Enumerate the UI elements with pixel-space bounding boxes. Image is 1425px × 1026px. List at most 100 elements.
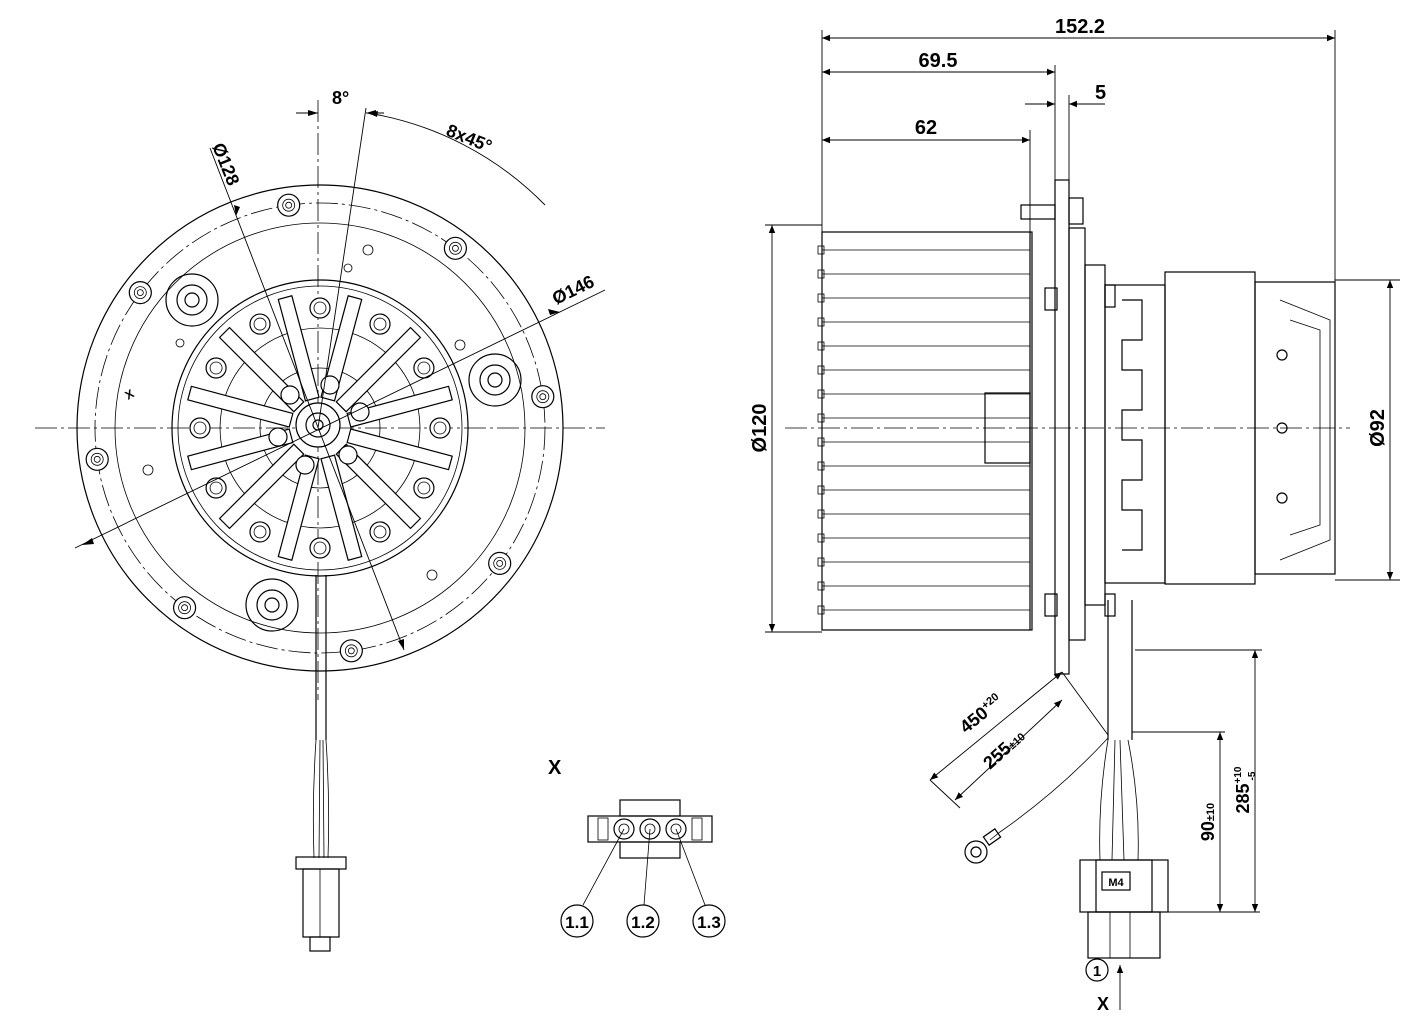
- impeller-spokes: [187, 295, 453, 561]
- pin-socket: [665, 818, 687, 840]
- dia92-label: Ø92: [1367, 409, 1389, 447]
- flange-inner-edge: [114, 222, 526, 634]
- flange-bolt: [443, 236, 468, 260]
- shaft: [305, 412, 331, 438]
- plate-bolts: [1044, 284, 1116, 617]
- bolt-pattern-arc: [367, 112, 546, 206]
- flange-bolt: [172, 596, 197, 620]
- flange-bolt: [128, 280, 152, 305]
- flange-outer-edge: [76, 184, 564, 672]
- view-x-arrow-label: X: [1097, 994, 1109, 1014]
- motor-slots: [1121, 299, 1143, 551]
- spoke: [320, 295, 363, 402]
- length-152-label: 152.2: [1055, 16, 1105, 38]
- angle-8-label: 8°: [332, 88, 349, 108]
- spoke: [187, 385, 294, 428]
- length-695-label: 69.5: [919, 50, 958, 72]
- length-62-label: 62: [915, 117, 937, 139]
- motor-end-cap: [1254, 281, 1336, 575]
- connector-offset-label: 90±10: [1198, 803, 1218, 841]
- bolt-pattern-label: 8x45°: [444, 120, 495, 156]
- dia128-line: [209, 147, 405, 651]
- connector-ref: 1: [1093, 963, 1101, 980]
- pin-label-circle: [692, 904, 726, 938]
- detail-title: X: [548, 757, 562, 779]
- impeller-blades: [817, 245, 1030, 615]
- flange-thickness-label: 5: [1095, 82, 1106, 104]
- spoke: [218, 443, 305, 530]
- side-cable-sheath: [1107, 600, 1133, 740]
- flange-stud: [1020, 204, 1056, 220]
- pin-label: 1.3: [697, 913, 721, 932]
- side-cable-wires: [1099, 739, 1139, 861]
- dia120-label: Ø120: [749, 404, 771, 453]
- connector-tag-box: [1101, 871, 1131, 891]
- hub-hole: [268, 427, 288, 447]
- spoke: [320, 454, 363, 561]
- flange-bolt: [488, 551, 512, 576]
- connector-detail: X 1.1 1.2 1.3: [548, 757, 726, 938]
- rim-hole: [249, 313, 271, 335]
- mounting-boss: [245, 578, 299, 632]
- spoke: [335, 326, 422, 413]
- spoke: [187, 428, 294, 471]
- rim-hole: [205, 477, 227, 499]
- dia128-label: Ø128: [208, 140, 243, 188]
- rim-hole: [205, 357, 227, 379]
- connector-top: [295, 856, 347, 870]
- connector-base: [619, 841, 681, 859]
- connector-latch: [619, 799, 681, 817]
- total-cable-label: 285+10-5: [1233, 766, 1258, 813]
- dia146-label: Ø146: [549, 271, 597, 308]
- flange-bolt: [339, 639, 363, 663]
- impeller-drum: [821, 231, 1033, 631]
- spoke: [277, 295, 320, 402]
- pin-label: 1.1: [565, 913, 589, 932]
- hub-hole: [280, 385, 300, 405]
- flange-bolts: [85, 193, 555, 663]
- side-view: 152.2 69.5 5 62 Ø120 Ø92: [749, 16, 1400, 1014]
- rim-hole: [429, 417, 451, 439]
- earth-wire-dim-label: 450+20: [956, 691, 1006, 737]
- motor-bracket: [1104, 284, 1166, 584]
- connector-ref-circle: [1085, 958, 1109, 982]
- hub-plate: [171, 279, 469, 577]
- connector-tip: [309, 936, 331, 952]
- spoke: [277, 454, 320, 561]
- view-x-marker: X: [123, 386, 137, 402]
- impeller-core: [259, 367, 381, 489]
- rim-holes: [189, 297, 451, 559]
- connector-pins: [1087, 911, 1161, 959]
- rim-hole: [189, 417, 211, 439]
- cable-sheath: [315, 575, 327, 740]
- cable-wires: [312, 739, 330, 859]
- rim-hole: [249, 521, 271, 543]
- angle-leader: [317, 107, 367, 429]
- cable-length-dim: [954, 699, 1063, 801]
- spoke: [346, 428, 453, 471]
- hub-hole: [338, 445, 358, 465]
- hub-hole: [295, 455, 315, 475]
- dia146-line: [74, 289, 606, 549]
- rim-hole: [369, 521, 391, 543]
- flange-bolt: [85, 447, 109, 471]
- motor-mount-plate: [1068, 227, 1086, 641]
- side-connector: [1079, 859, 1169, 913]
- flange-bolt: [531, 385, 555, 409]
- rim-hole: [309, 297, 331, 319]
- front-view: 8° 8x45° Ø128 Ø146 X: [35, 88, 606, 952]
- hub-plate-inner: [177, 285, 463, 571]
- connector-tag: M4: [1108, 877, 1124, 889]
- earth-ring-terminal: [964, 840, 988, 864]
- mounting-boss: [165, 273, 219, 327]
- hub-cap: [984, 392, 1031, 464]
- rim-hole: [369, 313, 391, 335]
- bolt-circle: [94, 202, 546, 654]
- spoke: [346, 385, 453, 428]
- pin-label: 1.2: [631, 913, 655, 932]
- pin-label-circle: [626, 904, 660, 938]
- pin-socket: [639, 818, 661, 840]
- rim-hole: [413, 477, 435, 499]
- mounting-boss: [468, 353, 522, 407]
